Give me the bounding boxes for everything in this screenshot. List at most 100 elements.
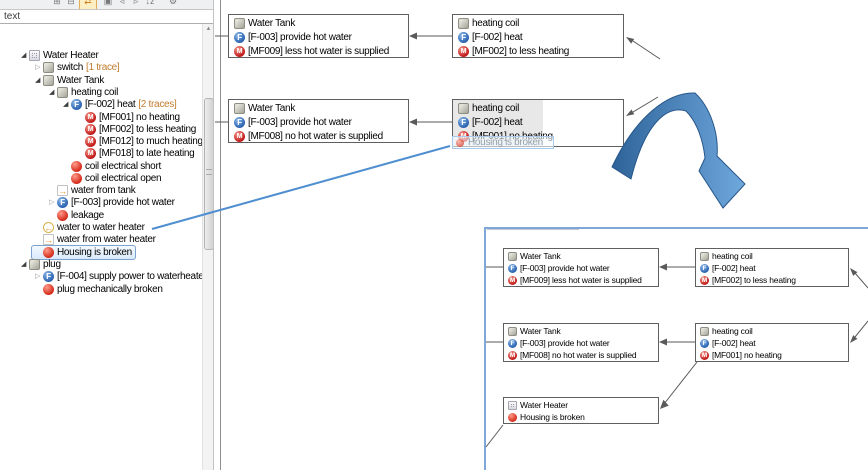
tree-item-water-tank[interactable]: ◢Water Tank	[32, 74, 104, 86]
back-icon[interactable]: ◃	[119, 0, 125, 6]
malfunction-icon: M	[508, 275, 517, 285]
tree-item-water-from-water-heater[interactable]: water from water heater	[32, 233, 156, 245]
tree-item-plug-mech-broken[interactable]: plug mechanically broken	[32, 283, 163, 295]
component-icon	[43, 74, 54, 86]
tree-item-mf001[interactable]: M[MF001] no heating	[74, 111, 180, 123]
expander-icon[interactable]: ▷	[34, 64, 41, 71]
failure-icon	[508, 412, 517, 422]
function-icon: F	[71, 98, 82, 110]
malfunction-icon: M	[85, 123, 96, 135]
component-icon	[234, 102, 245, 114]
result-node-heatingcoil-mf002[interactable]: heating coil F[F-002] heat M[MF002] to l…	[695, 248, 849, 287]
tree-item-coil-open[interactable]: coil electrical open	[60, 172, 162, 184]
tree-item-water-heater[interactable]: ◢Water Heater	[18, 49, 99, 61]
view-menu-icon[interactable]: ⚙	[168, 0, 178, 6]
malfunction-icon: M	[85, 111, 96, 123]
board-icon	[508, 400, 517, 410]
panel-sash[interactable]	[213, 0, 221, 470]
tree-item-leakage[interactable]: leakage	[46, 209, 104, 221]
diagram-node-watertank-mf009[interactable]: Water Tank F[F-003] provide hot water M[…	[228, 14, 409, 58]
link-with-editor-icon[interactable]: ⇄	[79, 0, 97, 9]
component-icon	[234, 17, 245, 29]
expand-all-icon[interactable]: ⊞	[53, 0, 61, 6]
component-icon	[29, 258, 40, 270]
malfunction-icon: M	[234, 130, 245, 142]
tree-filter: text	[0, 10, 213, 24]
component-icon	[508, 251, 517, 261]
tree-item-water-to-water-heater[interactable]: water to water heater	[32, 221, 145, 233]
forward-icon[interactable]: ▹	[133, 0, 139, 6]
diagram-node-watertank-mf008[interactable]: Water Tank F[F-003] provide hot water M[…	[228, 99, 409, 143]
diagram-node-heatingcoil-mf002[interactable]: heating coil F[F-002] heat M[MF002] to l…	[452, 14, 624, 58]
out-port-icon	[43, 233, 54, 245]
expander-icon[interactable]: ◢	[20, 52, 27, 59]
result-node-heatingcoil-mf001[interactable]: heating coil F[F-002] heat M[MF001] no h…	[695, 323, 849, 362]
drag-ghost-housing-is-broken: Housing is broken	[452, 136, 554, 149]
trace-badge: [2 traces]	[138, 98, 177, 110]
collapse-all-icon[interactable]: ⊟	[67, 0, 75, 6]
function-icon: F	[458, 31, 469, 43]
function-icon: F	[700, 338, 709, 348]
out-port-icon	[57, 184, 68, 196]
tree-item-switch[interactable]: ▷switch[1 trace]	[32, 61, 120, 73]
filter-input[interactable]: text	[4, 11, 21, 22]
component-icon	[43, 61, 54, 73]
component-icon	[57, 86, 68, 98]
trace-badge: [1 trace]	[85, 61, 120, 73]
tree-item-mf018[interactable]: M[MF018] to late heating	[74, 147, 195, 159]
failure-icon	[456, 138, 464, 147]
result-node-watertank-mf008[interactable]: Water Tank F[F-003] provide hot water M[…	[503, 323, 659, 362]
component-icon	[700, 251, 709, 261]
malfunction-icon: M	[700, 275, 709, 285]
component-icon	[458, 102, 469, 114]
malfunction-icon: M	[234, 45, 245, 57]
failure-icon	[71, 172, 82, 184]
malfunction-icon: M	[85, 147, 96, 159]
failure-icon	[43, 283, 54, 295]
tree-item-water-from-tank[interactable]: water from tank	[46, 184, 136, 196]
model-tree: ◢Water Heater ▷switch[1 trace] ◢Water Ta…	[0, 24, 202, 470]
tree-item-mf002[interactable]: M[MF002] to less heating	[74, 123, 196, 135]
function-icon: F	[234, 31, 245, 43]
tree-item-mf012[interactable]: M[MF012] to much heating	[74, 135, 202, 147]
expander-icon[interactable]: ◢	[34, 77, 41, 84]
tree-item-heating-coil[interactable]: ◢heating coil	[46, 86, 118, 98]
component-icon	[700, 326, 709, 336]
component-icon	[458, 17, 469, 29]
in-port-icon	[43, 221, 54, 233]
board-icon	[29, 49, 40, 61]
tree-item-housing-is-broken[interactable]: Housing is broken	[31, 245, 136, 260]
panel-inner-line	[487, 229, 579, 230]
result-node-watertank-mf009[interactable]: Water Tank F[F-003] provide hot water M[…	[503, 248, 659, 287]
function-icon: F	[57, 196, 68, 208]
function-icon: F	[508, 263, 517, 273]
result-node-waterheater-housing[interactable]: Water Heater Housing is broken	[503, 397, 659, 424]
sort-icon[interactable]: ↓z	[145, 0, 155, 6]
expander-icon[interactable]: ◢	[20, 261, 27, 268]
failure-icon	[43, 247, 54, 258]
function-icon: F	[458, 116, 469, 128]
tree-item-plug[interactable]: ◢plug	[18, 258, 61, 270]
big-curved-arrow-icon	[611, 92, 746, 209]
tree-toolbar: ⊞ ⊟ ⇄ ▣ ◃ ▹ ↓z ⚙	[0, 0, 213, 10]
expander-icon[interactable]: ◢	[48, 89, 55, 96]
failure-icon	[71, 160, 82, 172]
tree-item-coil-short[interactable]: coil electrical short	[60, 160, 161, 172]
result-diagram-panel: Water Tank F[F-003] provide hot water M[…	[484, 227, 868, 470]
malfunction-icon: M	[85, 135, 96, 147]
function-icon: F	[234, 116, 245, 128]
focus-icon[interactable]: ▣	[103, 0, 113, 6]
tree-item-f003[interactable]: ▷F[F-003] provide hot water	[46, 196, 175, 208]
function-icon: F	[700, 263, 709, 273]
tree-item-f002-heat[interactable]: ◢F[F-002] heat[2 traces]	[60, 98, 177, 110]
malfunction-icon: M	[458, 45, 469, 57]
tree-item-f004[interactable]: ▷F[F-004] supply power to waterheater[3	[32, 270, 202, 282]
expander-icon[interactable]: ◢	[62, 101, 69, 108]
component-icon	[508, 326, 517, 336]
expander-icon[interactable]: ▷	[48, 199, 55, 206]
scroll-up-icon[interactable]: ▲	[205, 26, 212, 32]
malfunction-icon: M	[508, 350, 517, 360]
malfunction-icon: M	[700, 350, 709, 360]
expander-icon[interactable]: ▷	[34, 273, 41, 280]
